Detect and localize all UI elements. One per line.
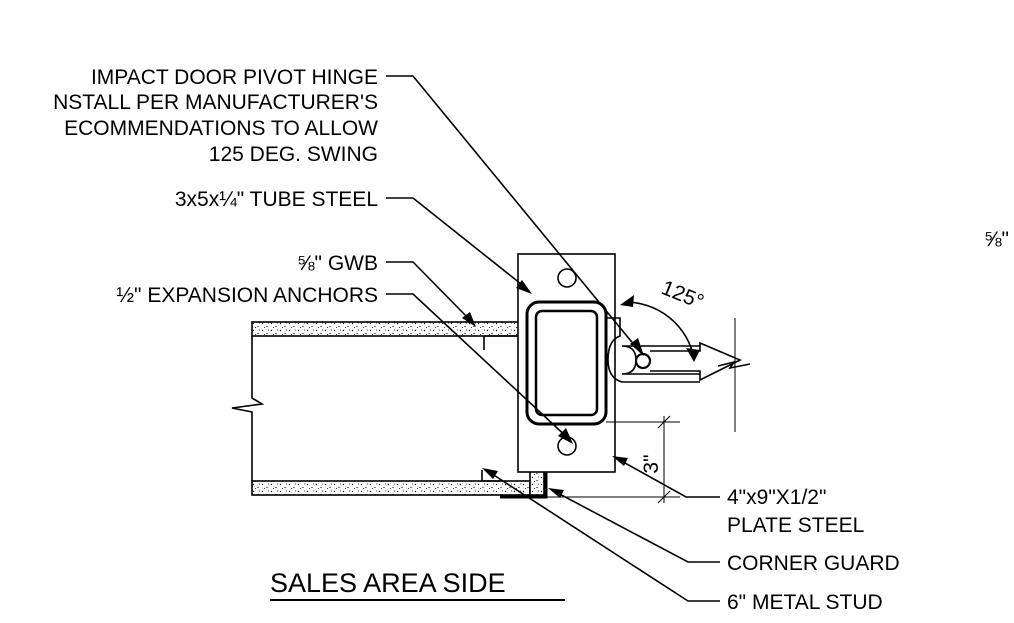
label-hinge-line2: NSTALL PER MANUFACTURER'S	[53, 91, 378, 114]
label-plate-line1: 4"x9"X1/2"	[727, 486, 826, 509]
anchor-top	[557, 268, 577, 288]
gwb-upper	[251, 321, 529, 337]
drawing-title: SALES AREA SIDE	[270, 568, 506, 598]
leader-tube-steel	[386, 197, 527, 289]
label-right-edge: ⅝"	[984, 228, 1009, 251]
label-hinge-line4: 125 DEG. SWING	[209, 143, 378, 166]
door-leaf	[650, 341, 742, 382]
label-plate-line2: PLATE STEEL	[727, 514, 864, 537]
leader-corner-guard	[551, 489, 720, 563]
swing-arc	[624, 301, 695, 359]
leader-plate-steel	[615, 457, 720, 498]
hinge-bracket	[606, 317, 700, 383]
dim-plate-offset: 3"	[640, 454, 663, 473]
leader-gwb	[386, 261, 473, 323]
tube-steel-inner	[534, 309, 599, 417]
label-gwb: ⅝" GWB	[297, 252, 378, 275]
leader-anchors	[386, 293, 571, 441]
dimension-plate: 3"	[546, 415, 680, 504]
tube-steel-outer	[525, 300, 608, 426]
label-metal-stud: 6" METAL STUD	[727, 591, 883, 614]
gwb-lower	[251, 480, 531, 496]
dim-swing-angle: 125°	[658, 276, 707, 314]
leader-hinge	[386, 75, 641, 353]
swing-arc-arrow-bottom	[686, 348, 700, 362]
pivot-hinge-assembly	[606, 295, 751, 432]
label-hinge-line3: ECOMMENDATIONS TO ALLOW	[64, 117, 378, 140]
swing-arc-arrow-top	[620, 295, 634, 307]
label-tube-steel: 3x5x¼" TUBE STEEL	[175, 188, 378, 211]
break-line	[231, 336, 265, 481]
door-break	[717, 360, 751, 370]
wall-assembly	[231, 321, 548, 499]
label-hinge-line1: IMPACT DOOR PIVOT HINGE	[91, 66, 378, 89]
label-corner-guard: CORNER GUARD	[727, 552, 900, 575]
pivot-pin	[634, 352, 652, 370]
leader-metal-stud	[485, 469, 720, 602]
leaders-left	[386, 75, 644, 444]
label-anchors: ½" EXPANSION ANCHORS	[117, 284, 378, 307]
leaders-right	[482, 456, 720, 602]
